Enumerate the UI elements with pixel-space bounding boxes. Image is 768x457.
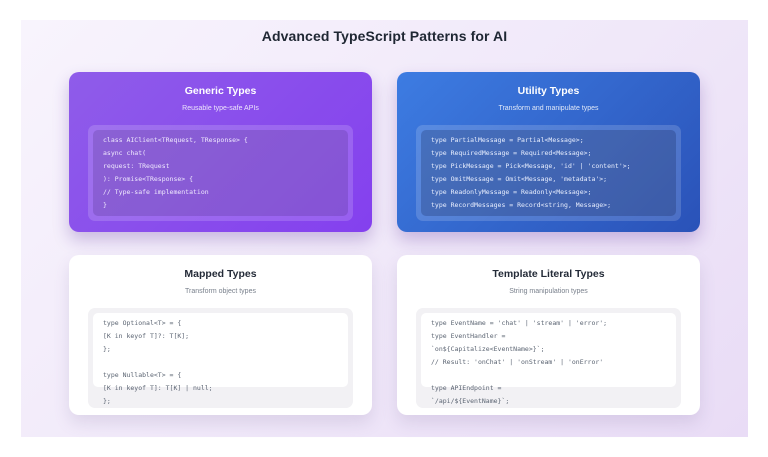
- card-subtitle: String manipulation types: [509, 288, 588, 295]
- code-block-container: type Optional<T> = { [K in keyof T]?: T[…: [88, 308, 353, 408]
- code-block-container: type EventName = 'chat' | 'stream' | 'er…: [416, 308, 681, 408]
- code-block: type Optional<T> = { [K in keyof T]?: T[…: [93, 313, 348, 405]
- code-block: type EventName = 'chat' | 'stream' | 'er…: [421, 313, 676, 405]
- content-panel: Advanced TypeScript Patterns for AI Gene…: [21, 20, 748, 437]
- card-title: Template Literal Types: [492, 268, 605, 280]
- card-title: Utility Types: [517, 85, 580, 97]
- code-block-container: class AIClient<TRequest, TResponse> { as…: [88, 125, 353, 221]
- card-generic-types: Generic Types Reusable type-safe APIs cl…: [69, 72, 372, 232]
- card-template-literal-types: Template Literal Types String manipulati…: [397, 255, 700, 415]
- card-title: Generic Types: [184, 85, 257, 97]
- cards-grid: Generic Types Reusable type-safe APIs cl…: [69, 72, 700, 415]
- page-title: Advanced TypeScript Patterns for AI: [261, 28, 508, 44]
- card-title: Mapped Types: [184, 268, 257, 280]
- code-block-container: type PartialMessage = Partial<Message>; …: [416, 125, 681, 221]
- card-utility-types: Utility Types Transform and manipulate t…: [397, 72, 700, 232]
- code-block: type PartialMessage = Partial<Message>; …: [421, 130, 676, 216]
- card-subtitle: Reusable type-safe APIs: [182, 105, 259, 112]
- card-subtitle: Transform object types: [185, 288, 256, 295]
- card-subtitle: Transform and manipulate types: [498, 105, 599, 112]
- code-block: class AIClient<TRequest, TResponse> { as…: [93, 130, 348, 216]
- card-mapped-types: Mapped Types Transform object types type…: [69, 255, 372, 415]
